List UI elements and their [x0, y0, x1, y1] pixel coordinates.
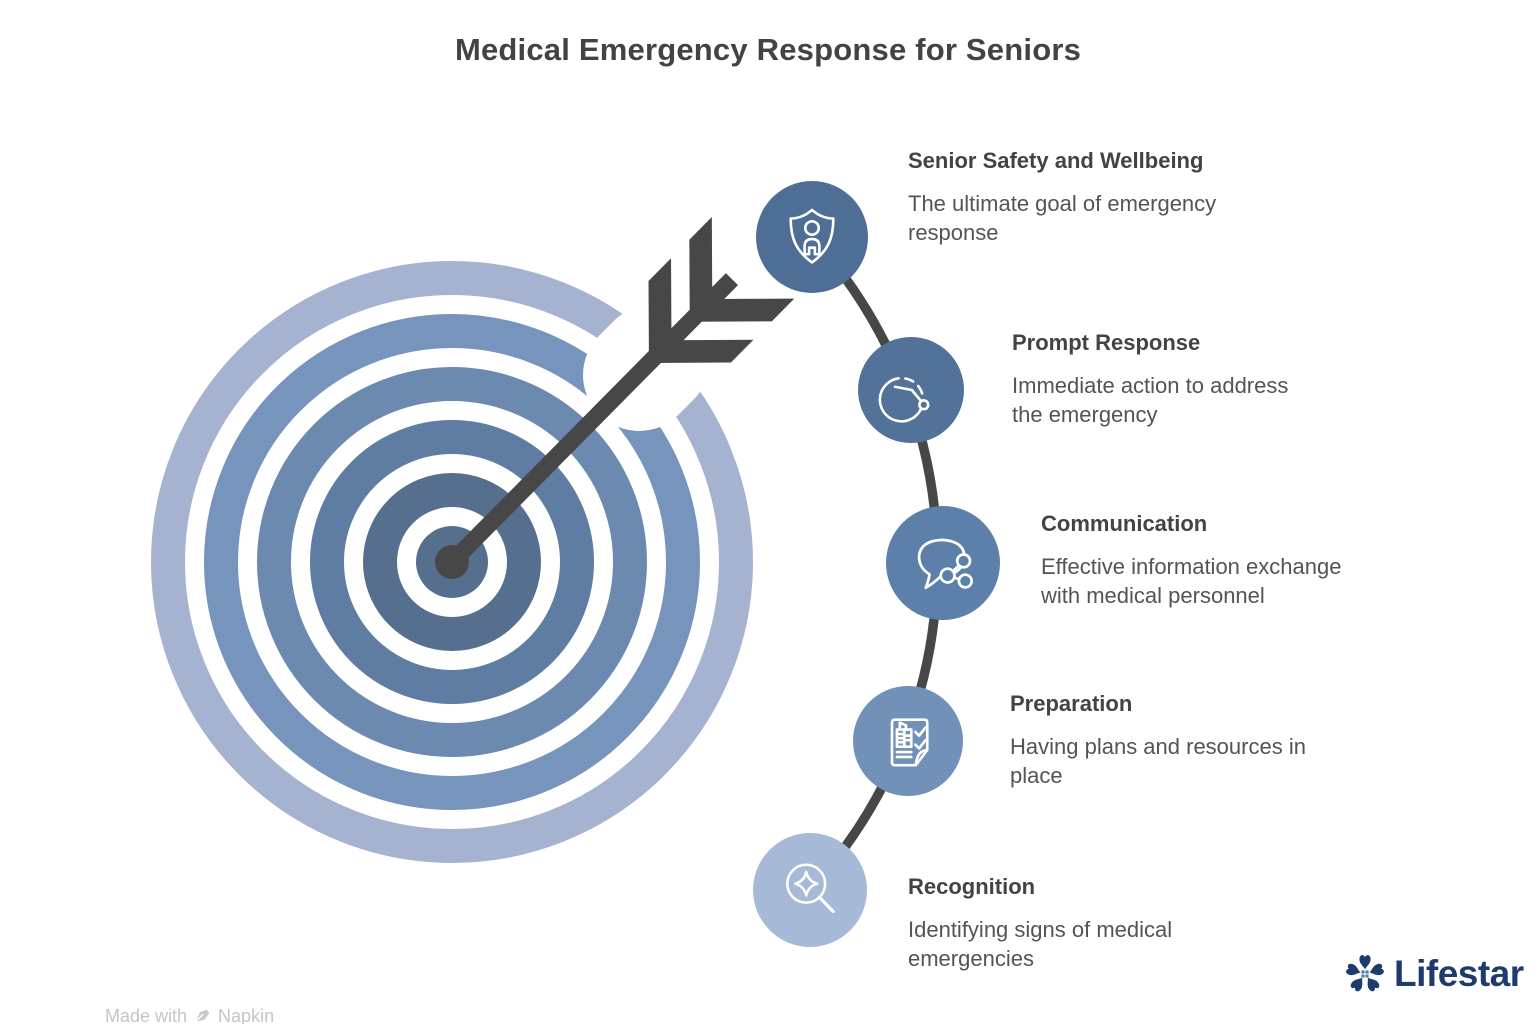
arrow-fletching-outer	[689, 216, 795, 322]
page-title: Medical Emergency Response for Seniors	[454, 32, 1082, 67]
step-title: Senior Safety and Wellbeing	[908, 148, 1204, 173]
step-circle	[753, 833, 867, 947]
lifestar-logo: Lifestar	[1341, 950, 1524, 998]
step-node-preparation	[853, 686, 963, 796]
step-title: Recognition	[908, 874, 1036, 899]
napkin-pen-icon	[195, 1009, 210, 1023]
step-text-preparation: Preparation Having plans and resources i…	[1010, 691, 1332, 791]
step-text-senior-safety: Senior Safety and Wellbeing The ultimate…	[908, 148, 1253, 248]
speech-bubble-share-icon	[917, 538, 973, 590]
target-ring-2	[204, 314, 700, 810]
target-ring-4	[310, 420, 594, 704]
watermark-brand: Napkin	[218, 1006, 275, 1024]
step-text-prompt-response: Prompt Response Immediate action to addr…	[1012, 330, 1312, 430]
step-circle	[886, 506, 1000, 620]
step-description: Immediate action to address the emergenc…	[1012, 373, 1289, 428]
step-title: Preparation	[1010, 691, 1133, 716]
step-node-senior-safety	[756, 181, 868, 293]
step-title: Prompt Response	[1012, 330, 1201, 355]
arrow	[435, 216, 795, 579]
target-ring-outer	[151, 261, 753, 863]
step-circle	[756, 181, 868, 293]
step-description: The ultimate goal of emergency response	[908, 191, 1217, 246]
step-description: Having plans and resources in place	[1010, 734, 1306, 789]
magnifier-sparkle-icon	[786, 863, 835, 914]
step-node-communication	[886, 506, 1000, 620]
arrow-tip-dot	[435, 545, 469, 579]
step-title: Communication	[1041, 511, 1208, 536]
watermark-prefix: Made with	[105, 1006, 188, 1024]
step-text-communication: Communication Effective information exch…	[1041, 511, 1373, 611]
step-node-prompt-response	[858, 337, 964, 443]
step-description: Effective information exchange with medi…	[1041, 554, 1342, 609]
step-node-recognition	[753, 833, 867, 947]
target-ring-3	[257, 367, 647, 757]
step-description: Identifying signs of medical emergencies	[908, 917, 1173, 972]
document-checklist-icon	[890, 718, 929, 767]
lifestar-logo-text: Lifestar	[1394, 953, 1524, 994]
timer-icon	[878, 376, 930, 423]
step-text-recognition: Recognition Identifying signs of medical…	[908, 874, 1208, 974]
arrow-fletching-inner	[648, 258, 754, 363]
lifestar-flower-icon	[1346, 955, 1384, 992]
target-ring-inner	[363, 473, 541, 651]
shield-person-icon	[789, 208, 835, 264]
napkin-watermark: Made with Napkin	[105, 1006, 274, 1024]
